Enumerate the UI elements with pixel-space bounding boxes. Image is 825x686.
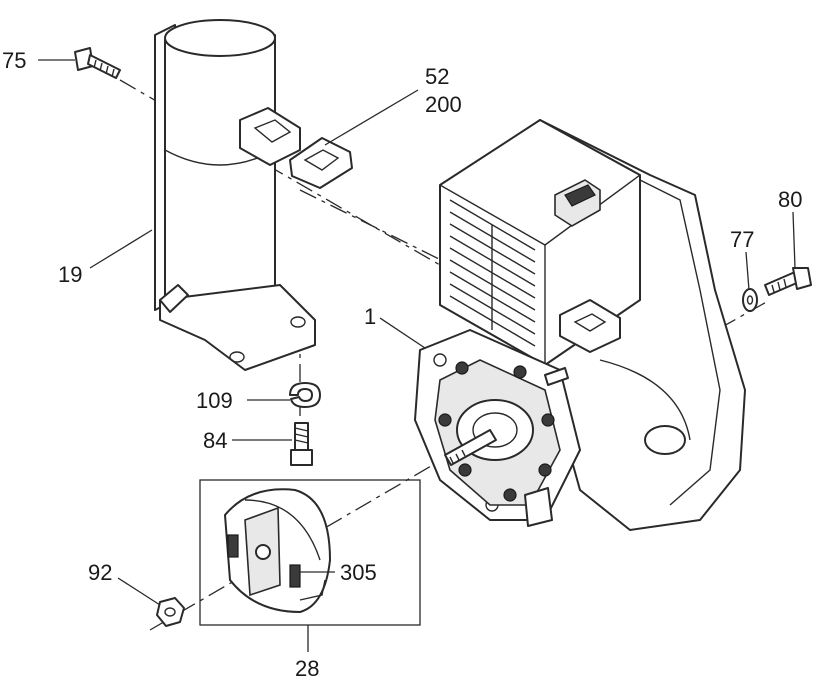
label-77: 77 — [730, 227, 754, 252]
muffler-part-19 — [154, 19, 316, 371]
engine-part-1 — [414, 119, 746, 531]
label-52: 52 — [425, 64, 449, 89]
label-305: 305 — [340, 560, 377, 585]
part-labels: 75 52 200 19 80 77 1 109 84 92 305 28 — [2, 48, 802, 681]
bolt-part-84 — [290, 422, 313, 466]
label-92: 92 — [88, 560, 112, 585]
leader-lines — [38, 59, 796, 652]
bolt-part-80 — [764, 267, 812, 296]
label-75: 75 — [2, 48, 26, 73]
label-28: 28 — [295, 656, 319, 681]
gasket-part-52 — [289, 137, 353, 189]
label-200: 200 — [425, 92, 462, 117]
label-80: 80 — [778, 187, 802, 212]
label-84: 84 — [203, 428, 227, 453]
label-19: 19 — [58, 262, 82, 287]
lockwasher-part-109 — [289, 382, 321, 408]
flange-bolts — [438, 361, 555, 502]
label-1: 1 — [364, 304, 376, 329]
label-109: 109 — [196, 388, 233, 413]
nut-part-92 — [156, 597, 185, 627]
cooling-fins — [449, 199, 536, 347]
washer-part-77 — [742, 288, 758, 312]
clutch-part-28 — [199, 479, 421, 626]
bolt-part-75 — [74, 47, 121, 79]
